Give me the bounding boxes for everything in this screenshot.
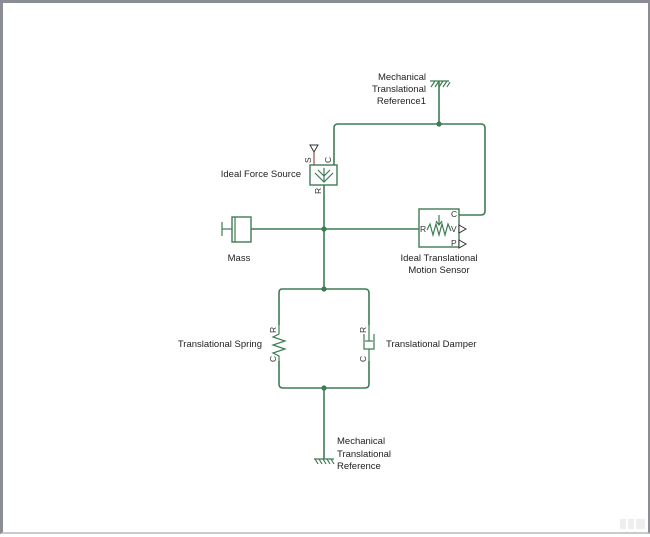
damper-label: Translational Damper <box>386 339 476 350</box>
block-diagram: Mechanical Translational Reference1 S C … <box>178 72 486 472</box>
force-source-label: Ideal Force Source <box>221 169 301 180</box>
sensor-spring-icon <box>426 221 452 238</box>
junction-dot <box>321 385 327 391</box>
block-translational-spring[interactable]: R C Translational Spring <box>178 325 287 362</box>
ground-hatch-icon <box>314 458 335 465</box>
block-translational-damper[interactable]: R C Translational Damper <box>358 325 476 362</box>
output-port-p-icon <box>458 239 468 249</box>
port-label-p: P <box>451 238 457 248</box>
port-label-r: R <box>358 327 368 333</box>
junction-dots <box>321 121 442 391</box>
block-mechanical-reference[interactable]: Mechanical Translational Reference <box>314 436 391 472</box>
damper-icon <box>363 325 375 361</box>
spring-icon <box>271 325 287 361</box>
connection-lines <box>251 87 486 459</box>
ref1-label-line: Reference1 <box>377 96 426 107</box>
force-arrow-icon <box>314 168 334 183</box>
ref-label-line: Mechanical <box>337 436 385 447</box>
canvas-corner-controls[interactable] <box>620 519 645 529</box>
block-motion-sensor[interactable]: R C V P Ideal Translational Motion Senso… <box>400 208 478 276</box>
wire-ref1-to-sensor-c[interactable] <box>439 123 486 216</box>
port-label-s: S <box>303 157 313 163</box>
ref1-label-line: Translational <box>372 84 426 95</box>
block-mechanical-reference-1[interactable]: Mechanical Translational Reference1 <box>372 72 451 107</box>
port-label-r: R <box>313 188 323 194</box>
sensor-label-line: Motion Sensor <box>408 265 469 276</box>
junction-dot <box>321 286 327 292</box>
output-port-v-icon <box>458 224 468 234</box>
wire-ref1-to-force-c[interactable] <box>333 87 440 165</box>
ref-label-line: Reference <box>337 461 381 472</box>
port-label-r: R <box>420 224 426 234</box>
mass-box <box>231 216 252 243</box>
block-mass[interactable]: Mass <box>221 216 252 264</box>
wire-spring-damper-bottom[interactable] <box>278 361 370 389</box>
port-label-c: C <box>358 356 368 362</box>
spring-label: Translational Spring <box>178 339 262 350</box>
corner-control[interactable] <box>620 519 626 529</box>
mass-label: Mass <box>228 253 251 264</box>
ref1-label-line: Mechanical <box>378 72 426 83</box>
port-label-c: C <box>323 157 333 163</box>
corner-control[interactable] <box>628 519 634 529</box>
block-ideal-force-source[interactable]: S C R Ideal Force Source <box>221 144 338 194</box>
port-label-v: V <box>451 224 457 234</box>
ground-hatch-icon <box>430 80 451 88</box>
port-label-c: C <box>268 356 278 362</box>
wire-spring-damper-top[interactable] <box>278 288 370 325</box>
junction-dot <box>321 226 327 232</box>
port-label-c: C <box>451 209 457 219</box>
ref-label-line: Translational <box>337 449 391 460</box>
sensor-label-line: Ideal Translational <box>400 253 477 264</box>
port-label-r: R <box>268 327 278 333</box>
corner-control[interactable] <box>636 519 645 529</box>
input-port-triangle-icon <box>309 144 319 154</box>
junction-dot <box>436 121 442 127</box>
